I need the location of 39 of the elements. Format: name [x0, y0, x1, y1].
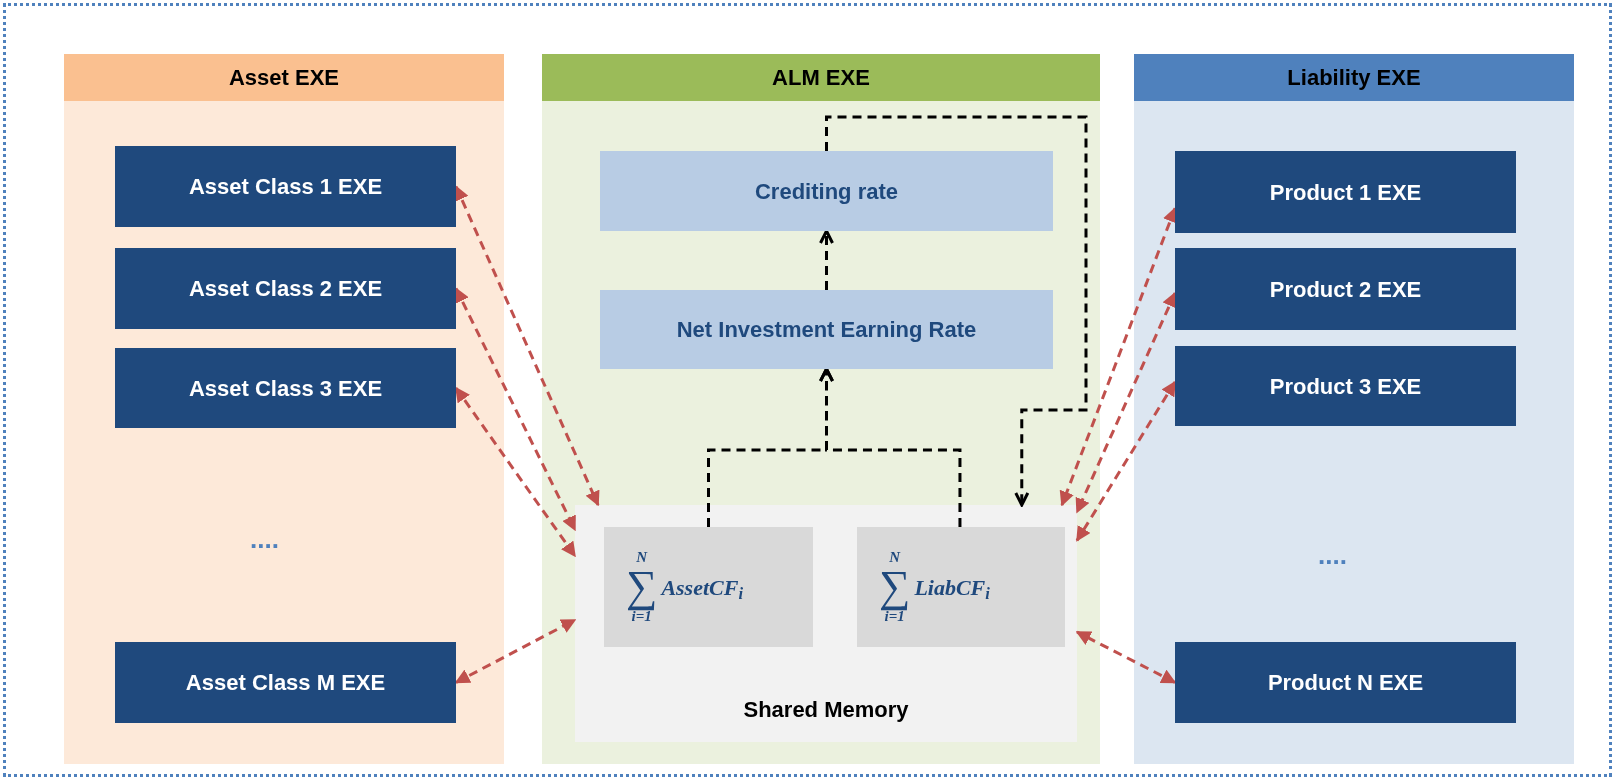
sum-sign: ∑	[626, 565, 658, 609]
memory-label: Shared Memory	[743, 696, 909, 724]
arrow	[1059, 207, 1178, 507]
arrow	[1075, 630, 1177, 684]
upper-limit: N	[889, 550, 901, 565]
ellipsis-dots: ....	[250, 523, 279, 556]
memory-area	[575, 505, 1077, 742]
formula-box	[604, 527, 813, 647]
process-box: Asset Class 3 EXE	[115, 348, 456, 428]
process-box: Product N EXE	[1175, 642, 1516, 723]
arrow	[454, 618, 577, 684]
arrow	[454, 185, 600, 507]
process-box: Product 3 EXE	[1175, 346, 1516, 426]
arrow	[819, 229, 834, 290]
process-box: Asset Class 2 EXE	[115, 248, 456, 329]
arrow	[1075, 380, 1177, 542]
process-box: Product 1 EXE	[1175, 151, 1516, 233]
panel-header: Asset EXE	[64, 54, 504, 101]
panel-header: Liability EXE	[1134, 54, 1574, 101]
process-box: Asset Class M EXE	[115, 642, 456, 723]
panel	[1134, 54, 1574, 764]
process-box: Product 2 EXE	[1175, 248, 1516, 330]
arrow	[825, 115, 1088, 507]
sum-sign: ∑	[879, 565, 911, 609]
formula-term: LiabCF$_{i}$	[914, 573, 990, 604]
ellipsis-dots: ....	[1318, 539, 1347, 572]
panel-header: ALM EXE	[542, 54, 1100, 101]
process-box: Asset Class 1 EXE	[115, 146, 456, 227]
formula-box	[857, 527, 1065, 647]
panel	[542, 54, 1100, 764]
panel	[64, 54, 504, 764]
arrow	[454, 287, 577, 532]
arrow	[454, 386, 577, 558]
arrow	[819, 367, 962, 527]
arrow	[1075, 291, 1177, 514]
upper-limit: N	[636, 550, 648, 565]
process-box: Crediting rate	[600, 151, 1053, 231]
process-box: Net Investment Earning Rate	[600, 290, 1053, 369]
formula-term: AssetCF$_{i}$	[661, 573, 743, 604]
